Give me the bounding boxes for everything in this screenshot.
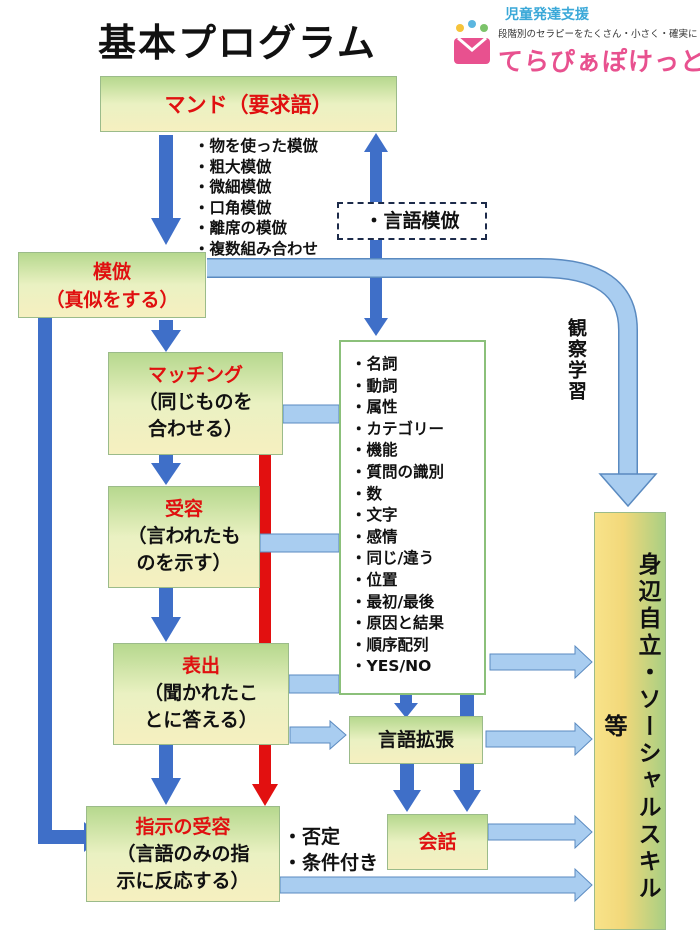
list-item: ・微細模倣 [194,178,272,196]
expressive-subtitle-2: とに答える） [144,709,258,731]
list-item: ・順序配列 [351,635,429,654]
blue-arrow-mand-to-imitation [151,135,181,245]
observation-learning-arrow [207,258,658,508]
list-item: ・物を使った模倣 [194,137,319,155]
list-item: ・同じ/違う [351,549,435,568]
matching-box[interactable]: マッチング （同じものを 合わせる） [108,352,283,455]
list-item: ・数 [351,484,383,503]
language-expansion-box[interactable]: 言語拡張 [349,716,483,764]
list-item: ・名詞 [351,355,398,373]
list-item: ・条件付き [283,852,379,874]
conversation-label: 会話 [418,831,457,853]
self-help-social-skill-box[interactable]: 身辺自立・ソーシャルスキル 等 [594,512,666,930]
list-item: ・否定 [283,826,341,848]
blue-arrow-expansion-to-conversation [393,764,421,812]
list-item: ・機能 [351,441,398,460]
list-item: ・最初/最後 [351,592,435,611]
logo-name: てらぴぁぽけっと [498,47,700,76]
matching-subtitle-2: 合わせる） [147,418,243,440]
receptive-subtitle-2: のを示す） [136,552,232,574]
connector-conversation-to-skill [487,814,593,850]
imitation-types-list: ・物を使った模倣 ・粗大模倣 ・微細模倣 ・口角模倣 ・離席の模倣 ・複数組み合… [194,136,318,259]
verbal-imitation-box[interactable]: ・言語模倣 [337,202,487,240]
imitation-box[interactable]: 模倣 （真似をする） [18,252,206,318]
list-item: ・複数組み合わせ [194,239,319,258]
list-item: ・原因と結果 [351,614,445,633]
imitation-subtitle: （真似をする） [45,289,179,311]
matching-title: マッチング [147,364,243,386]
instruction-subtitle-2: 示に反応する） [116,870,250,892]
list-item: ・質問の識別 [351,462,445,481]
blue-arrow-expressive-to-instruction [151,745,181,805]
expressive-subtitle-1: （聞かれたこ [143,682,258,704]
list-item: ・粗大模倣 [194,157,272,176]
instruction-notes: ・否定 ・条件付き [283,824,378,876]
blue-arrow-imitation-to-matching [151,320,181,352]
instruction-subtitle-1: （言語のみの指 [116,843,250,865]
list-item: ・属性 [351,398,398,417]
receptive-box[interactable]: 受容 （言われたも のを示す） [108,486,260,588]
list-item: ・動詞 [351,376,398,395]
matching-subtitle-1: （同じものを [138,391,253,413]
receptive-title: 受容 [164,498,203,520]
blue-arrow-imitation-to-instruction [38,318,102,852]
list-item: ・感情 [351,527,398,546]
mand-label: マンド（要求語） [164,93,333,117]
list-item: ・カテゴリー [351,419,445,438]
connector-instruction-to-skill [279,867,593,903]
list-item: ・位置 [351,570,398,589]
list-item: ・文字 [351,506,398,525]
list-item: ・口角模倣 [194,198,272,217]
receptive-subtitle-1: （言われたも [127,525,241,547]
connector-receptive-list [259,533,340,553]
conversation-box[interactable]: 会話 [387,814,488,870]
instruction-title: 指示の受容 [135,816,231,838]
connector-expansion-to-skill [485,721,593,757]
logo-tagline: 児童発達支援 [505,7,589,23]
connector-expressive-to-expansion [289,719,347,751]
observational-learning-label: 観察学習 [565,318,587,402]
blue-arrow-receptive-to-expressive [151,588,181,642]
logo-subtitle: 段階別のセラピーをたくさん・小さく・確実に [498,29,698,40]
expressive-box[interactable]: 表出 （聞かれたこ とに答える） [113,643,289,745]
list-item: ・YES/NO [351,657,432,676]
concept-list-box: ・名詞 ・動詞 ・属性 ・カテゴリー ・機能 ・質問の識別 ・数 ・文字 ・感情… [339,340,486,695]
blue-arrow-matching-to-receptive [151,455,181,485]
page-title: 基本プログラム [98,21,377,65]
connector-matching-list [282,404,340,424]
expressive-title: 表出 [181,655,220,677]
blue-arrow-list-to-expansion [394,695,418,718]
imitation-title: 模倣 [92,261,131,283]
logo-mark-icon [454,20,490,64]
list-item: ・離席の模倣 [194,219,288,237]
connector-list-to-skill [489,644,593,680]
instruction-box[interactable]: 指示の受容 （言語のみの指 示に反応する） [86,806,280,902]
mand-box[interactable]: マンド（要求語） [100,76,397,132]
connector-expressive-list [288,674,340,694]
